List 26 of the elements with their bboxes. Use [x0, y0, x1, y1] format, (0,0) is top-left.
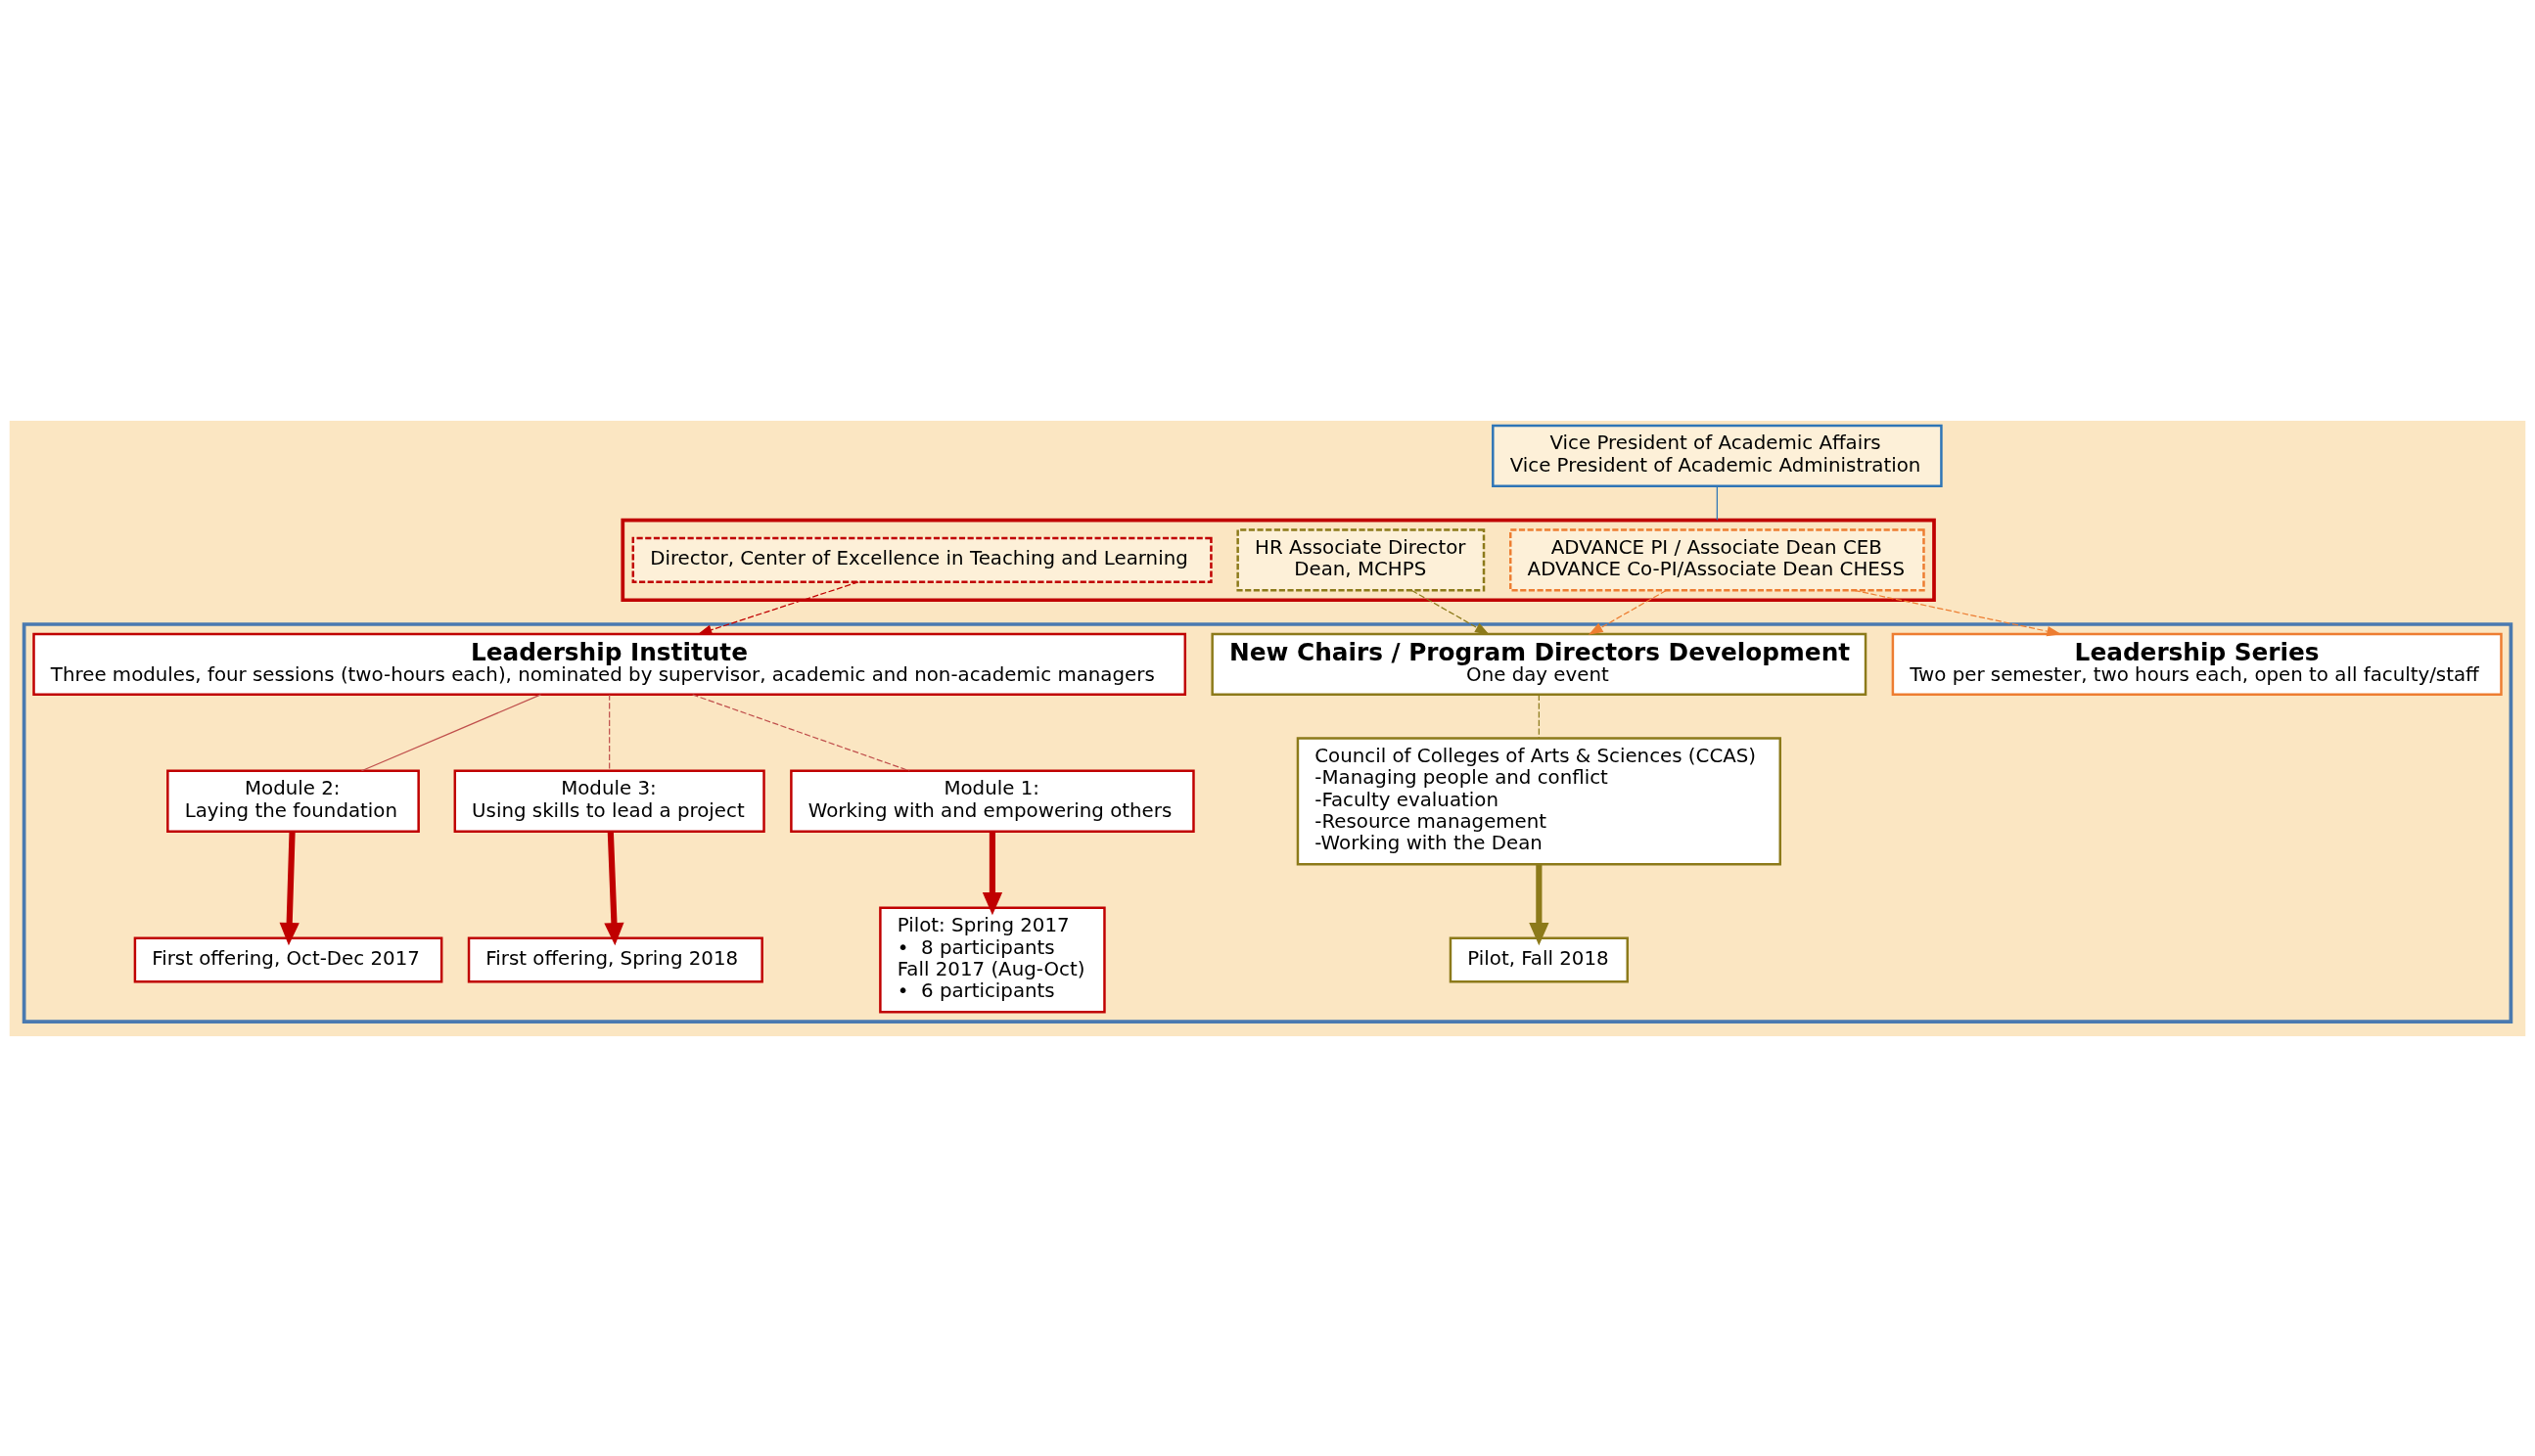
connector	[691, 693, 910, 771]
arrow	[604, 831, 624, 945]
arrow	[279, 831, 300, 945]
node-box: First offering, Spring 2018	[467, 935, 763, 982]
arrow	[1529, 864, 1549, 945]
node-box: Module 3: Using skills to lead a project	[453, 769, 765, 833]
node-box: Vice President of Academic Affairs Vice President of Academic Administration	[1492, 424, 1943, 487]
node-box: Leadership Series Two per semester, two hours each, open to all faculty/staff	[1891, 632, 2503, 696]
node-box: Pilot, Fall 2018	[1449, 935, 1629, 982]
node-box: Module 2: Laying the foundation	[166, 769, 420, 833]
connector	[1716, 485, 1718, 521]
arrow	[1853, 589, 2062, 636]
node-box: Director, Center of Excellence in Teaching and Learning	[631, 536, 1213, 583]
node-box: New Chairs / Program Directors Development One day event	[1211, 632, 1867, 696]
cluster	[621, 518, 1936, 602]
node-box: Module 1: Working with and empowering others	[790, 769, 1195, 833]
node-box: Leadership Institute Three modules, four sessions (two-hours each), nominated by supervisor, academic and non-academic managers	[32, 632, 1187, 696]
connector	[1538, 693, 1540, 739]
node-box: Pilot: Spring 2017 • 8 participants Fall 2017 (Aug-Oct) • 6 participants	[879, 906, 1106, 1013]
node-box: First offering, Oct-Dec 2017	[133, 935, 443, 982]
node-box: Council of Colleges of Arts & Sciences (CCAS) -Managing people and conflict -Faculty evaluation -Resource management -Working with the Dean	[1296, 736, 1781, 865]
connector	[360, 693, 542, 771]
node-box: ADVANCE PI / Associate Dean CEB ADVANCE Co-PI/Associate Dean CHESS	[1509, 527, 1925, 592]
node-box: HR Associate Director Dean, MCHPS	[1236, 527, 1486, 592]
connector	[609, 693, 611, 771]
arrow	[982, 831, 1003, 915]
